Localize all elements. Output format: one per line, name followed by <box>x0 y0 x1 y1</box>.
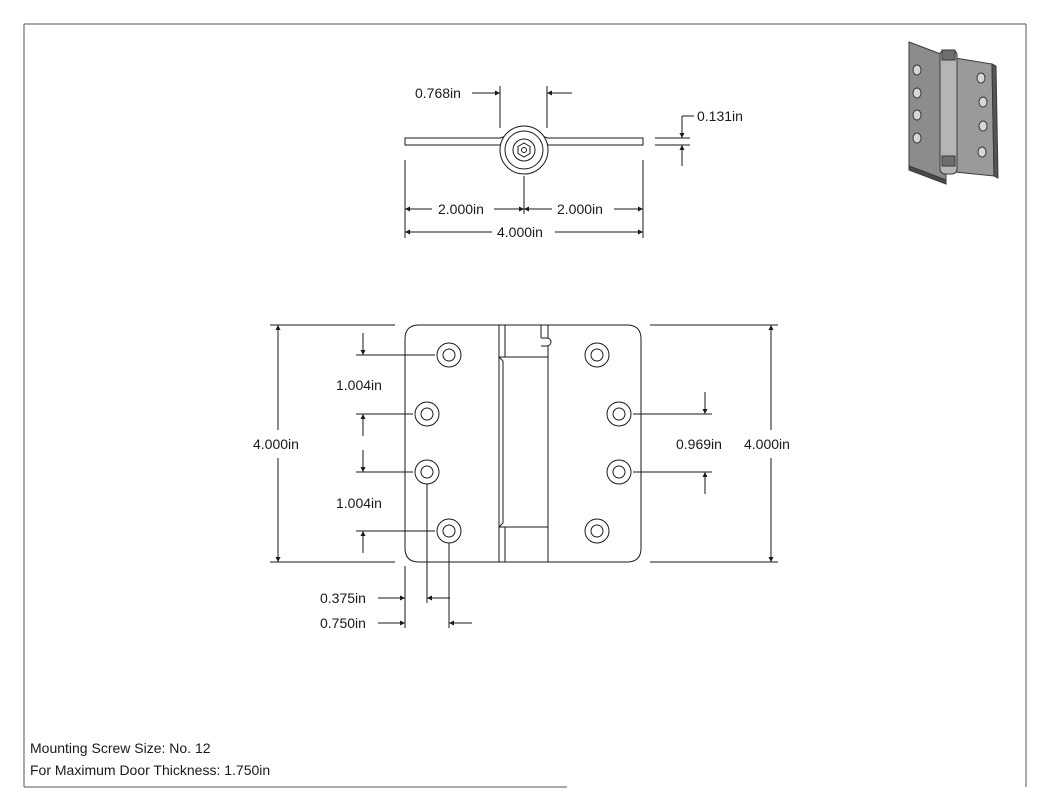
front-view-hinge <box>404 324 642 563</box>
label-hole-offset-outer: 0.750in <box>320 615 366 631</box>
note-door-thickness: For Maximum Door Thickness: 1.750in <box>30 762 271 778</box>
label-pin-width: 0.768in <box>415 85 461 101</box>
label-leaf-thickness: 0.131in <box>697 108 743 124</box>
sheet-border <box>23 23 1027 788</box>
top-view-hinge <box>404 125 644 175</box>
front-view-dimensions <box>270 324 778 628</box>
label-hole-offset-inner: 0.375in <box>320 590 366 606</box>
label-height-right: 4.000in <box>744 436 790 452</box>
hinge-isometric-thumbnail <box>908 41 999 185</box>
note-screw-size: Mounting Screw Size: No. 12 <box>30 740 211 756</box>
label-right-half-width: 2.000in <box>557 201 603 217</box>
label-left-half-width: 2.000in <box>438 201 484 217</box>
label-overall-width: 4.000in <box>497 224 543 240</box>
top-view-dimensions <box>404 86 694 238</box>
label-hole-spacing-right: 0.969in <box>676 436 722 452</box>
label-height-left: 4.000in <box>253 436 299 452</box>
label-hole-spacing-bottom: 1.004in <box>336 495 382 511</box>
label-hole-spacing-top: 1.004in <box>336 377 382 393</box>
